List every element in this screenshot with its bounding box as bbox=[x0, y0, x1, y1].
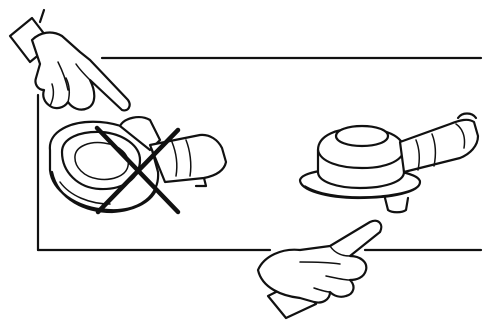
pointing-hand-icon bbox=[258, 221, 381, 318]
part-correct-view bbox=[300, 114, 478, 213]
pointing-hand-icon bbox=[10, 10, 130, 110]
part-incorrect-view bbox=[50, 117, 226, 212]
